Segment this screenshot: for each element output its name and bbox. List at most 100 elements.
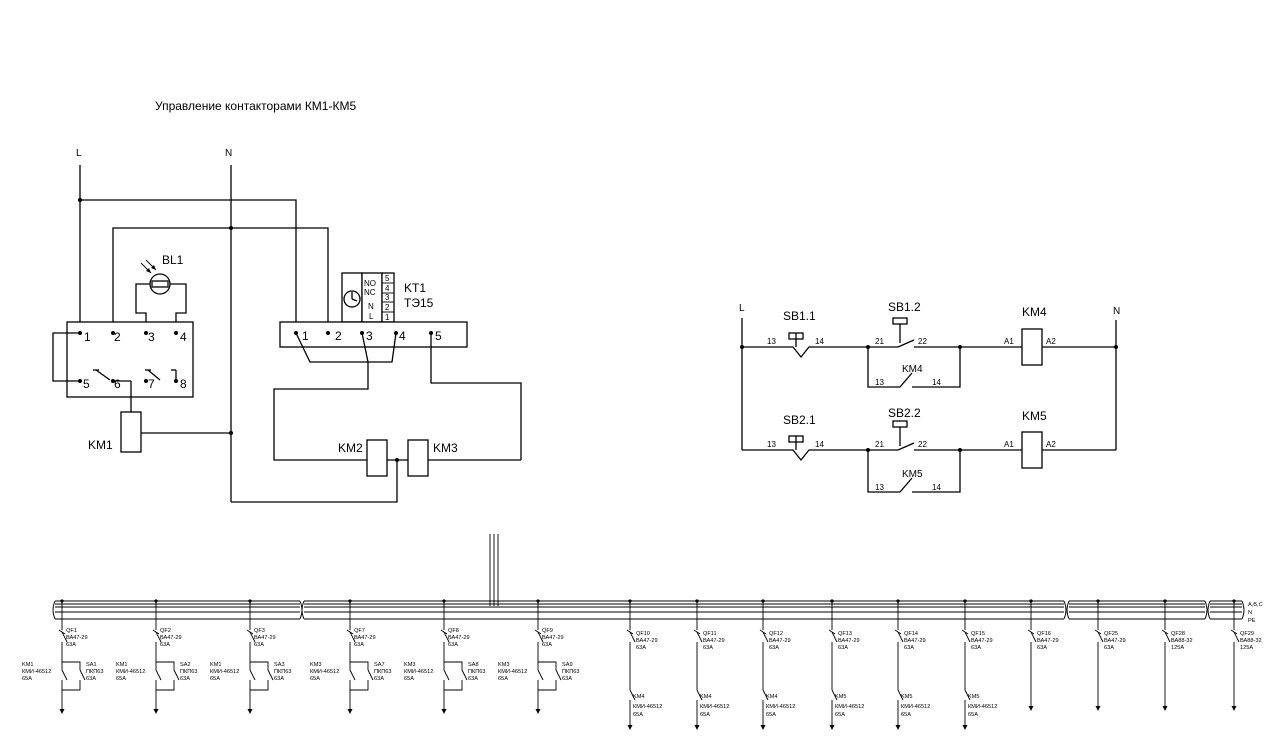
sa-type: ПКП63 [180, 669, 198, 675]
feeder-arrow [694, 725, 700, 730]
kt1-n4: 4 [385, 284, 390, 293]
photo-sensor-bl1: BL1 [135, 253, 187, 333]
qf-rating: 63А [354, 642, 364, 648]
feeder-arrow [895, 725, 901, 730]
km-type: КМИ-46512 [700, 704, 729, 710]
timer-pin-2: 2 [335, 329, 342, 343]
sa-label: SA7 [374, 662, 385, 668]
relay-pin-1: 1 [84, 330, 91, 344]
bus-pe-label: PE [1248, 618, 1256, 624]
breaker-mark [346, 629, 354, 635]
switch-wire [156, 661, 175, 670]
qf-type: ВА47-29 [254, 635, 276, 641]
qf-label: QF1 [66, 628, 77, 634]
qf-label: QF9 [542, 628, 553, 634]
qf-type: ВА47-29 [448, 635, 470, 641]
switch-wire [444, 680, 463, 691]
feeder-arrow [1231, 706, 1237, 711]
relay-socket: 1 2 3 4 5 6 7 8 [66, 321, 194, 398]
bus-tap [963, 599, 967, 603]
km-type: КМИ-46512 [404, 669, 433, 675]
sa-type: ПКП63 [562, 669, 580, 675]
km-type: КМИ-46512 [766, 704, 795, 710]
coil-km1: KM1 [88, 380, 233, 453]
kt1-n3: 3 [385, 293, 390, 302]
breaker-contact [537, 631, 544, 643]
breaker-contact [1097, 631, 1104, 643]
km-type: КМИ-46512 [901, 704, 930, 710]
breaker-contact [1164, 631, 1171, 643]
switch-wire [62, 680, 81, 691]
breaker-contact [443, 631, 450, 643]
qf-label: QF15 [971, 631, 985, 637]
km-type: КМИ-46512 [210, 669, 239, 675]
qf-type: ВА47-29 [904, 638, 926, 644]
jumper-wire [52, 332, 80, 382]
kt1-nc: NC [364, 288, 376, 297]
sa-type: ПКП63 [468, 669, 486, 675]
km-label: KM3 [404, 662, 416, 668]
breaker-contact [762, 631, 769, 643]
pin: A1 [1004, 337, 1014, 346]
bus-tap [695, 599, 699, 603]
qf-label: QF28 [1171, 631, 1185, 637]
switch-contact [367, 669, 374, 681]
km2-label: KM2 [338, 441, 363, 455]
qf-type: ВА47-29 [542, 635, 564, 641]
qf-type: ВА47-29 [1104, 638, 1126, 644]
switch-wire [156, 680, 175, 691]
km-rating: 65А [210, 676, 220, 682]
qf-type: ВА88-32 [1171, 638, 1193, 644]
bus-tap [1029, 599, 1033, 603]
switch-contact [555, 669, 562, 681]
sb2-1-label: SB2.1 [783, 413, 816, 427]
feeder-arrow [441, 709, 447, 714]
breaker-contact [155, 631, 162, 643]
bus-tap [60, 599, 64, 603]
breaker-mark [1094, 629, 1102, 635]
bus-bar-end [1066, 600, 1070, 620]
qf-label: QF12 [769, 631, 783, 637]
km-rating: 65А [22, 676, 32, 682]
sa-rating: 63А [374, 676, 384, 682]
qf-rating: 125А [1171, 645, 1184, 651]
switch-contact [79, 669, 86, 681]
relay-pin-6: 6 [114, 377, 121, 391]
pin: 21 [875, 440, 884, 449]
km-label: KM4 [633, 694, 645, 700]
km-label: KM1 [210, 662, 222, 668]
km-type: КМИ-46512 [633, 704, 662, 710]
km-label: KM3 [498, 662, 510, 668]
kt1-n5: 5 [385, 274, 390, 283]
bus-bar-end [52, 600, 56, 620]
km-rating: 65А [901, 712, 911, 718]
right-control-circuit: L N SB1.1 13 14 SB1.2 21 22 KM [739, 300, 1120, 493]
qf-rating: 63А [971, 645, 981, 651]
power-bus: A,B,C N PE [52, 534, 1263, 624]
bus-tap [442, 599, 446, 603]
qf-label: QF13 [838, 631, 852, 637]
switch-wire [250, 680, 269, 691]
breaker-contact [964, 631, 971, 643]
bus-tap [536, 599, 540, 603]
pin: 14 [815, 440, 824, 449]
qf-type: ВА47-29 [703, 638, 725, 644]
breaker-mark [1027, 629, 1035, 635]
qf-label: QF25 [1104, 631, 1118, 637]
qf-rating: 63А [838, 645, 848, 651]
km-rating: 65А [835, 712, 845, 718]
switch-contact [173, 669, 180, 681]
qf-rating: 63А [1037, 645, 1047, 651]
timer-pin-4: 4 [399, 329, 406, 343]
breaker-mark [828, 629, 836, 635]
sa-rating: 63А [180, 676, 190, 682]
contactor-contact [897, 689, 904, 701]
sa-type: ПКП63 [86, 669, 104, 675]
switch-wire [62, 661, 81, 670]
contactor-contact [964, 689, 971, 701]
qf-label: QF7 [354, 628, 365, 634]
feeder-arrow [760, 725, 766, 730]
